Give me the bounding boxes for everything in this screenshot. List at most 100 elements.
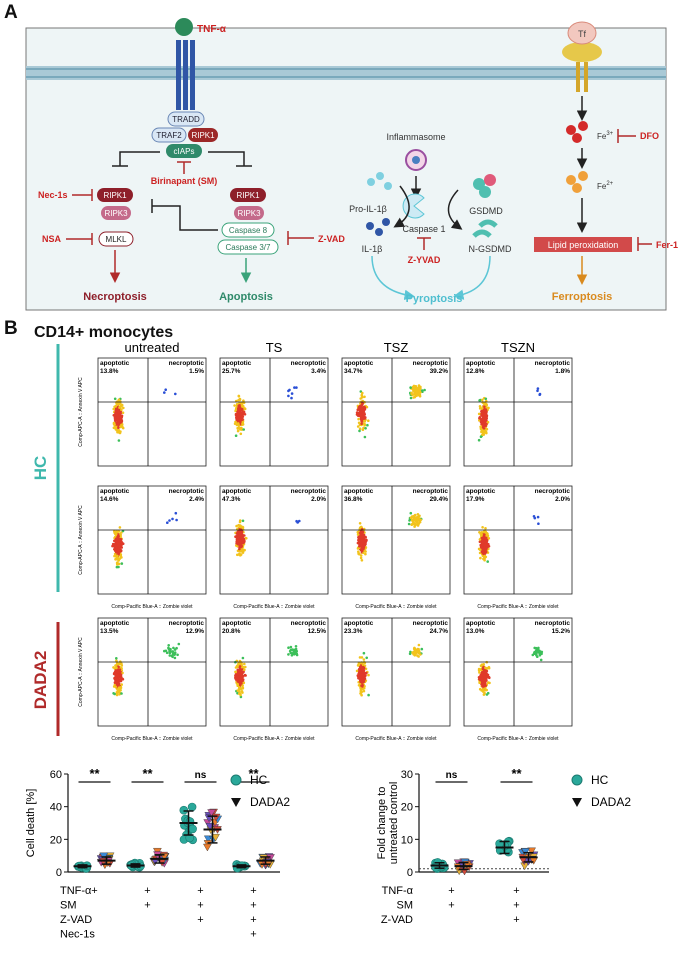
event-dot [362,651,366,655]
event-dot [117,662,121,666]
x-axis-label: Comp-Pacific Blue-A :: Zombie violet [233,736,315,742]
event-dot [242,399,245,402]
event-dot [237,419,240,423]
quad-apoptotic-label: apoptotic [344,620,374,627]
event-dot [478,540,482,544]
event-dot [170,654,174,658]
y-tick-label: 60 [50,769,62,781]
event-dot [116,430,119,434]
legend-hc-marker [230,774,242,786]
event-dot [362,414,365,418]
n-gsdmd-label: N-GSDMD [469,244,512,254]
event-dot [358,409,362,413]
event-dot [241,541,245,545]
flow-plot-r1-c0: apoptotic14.6%necroptotic2.4%Comp-APC-A … [78,485,207,610]
event-dot [416,650,419,654]
event-dot [295,519,298,523]
hc-point [187,802,197,812]
quad-apoptotic-label: apoptotic [222,360,252,367]
event-dot [360,656,364,659]
event-dot [364,535,367,539]
event-dot [234,434,238,437]
event-dot [117,398,121,401]
event-dot [295,649,299,653]
event-dot [413,653,417,656]
quad-necroptotic-label: necroptotic [535,360,571,367]
event-dot [118,406,121,409]
event-dot [361,663,365,667]
event-dot [234,666,238,669]
event-dot [174,392,177,396]
event-dot [363,435,367,439]
event-dot [359,534,362,538]
legend-hc-marker [571,774,583,786]
pro-il1b-label: Pro-IL-1β [349,204,387,214]
event-dot [241,656,245,660]
event-dot [234,421,238,424]
event-dot [480,534,483,537]
quad-apoptotic-value: 20.8% [222,628,241,635]
event-dot [358,677,362,680]
y-tick-label: 30 [401,769,413,781]
event-dot [288,649,292,653]
event-dot [122,406,125,410]
event-dot [237,539,240,543]
panel-a-label: A [4,2,18,23]
event-dot [239,432,243,436]
quad-necroptotic-label: necroptotic [291,360,327,367]
event-dot [295,652,299,656]
quad-necroptotic-value: 2.0% [555,496,570,503]
event-dot [477,667,481,671]
event-dot [420,389,424,392]
event-dot [484,670,488,674]
event-dot [357,536,360,539]
event-dot [360,661,363,665]
event-dot [168,651,172,655]
event-dot [357,552,360,555]
event-dot [289,645,293,649]
event-dot [166,521,169,524]
event-dot [367,693,370,697]
event-dot [361,547,364,551]
event-dot [361,535,364,538]
y-axis-label: Comp-APC-A :: Annexin V APC [78,505,84,575]
event-dot [113,539,116,543]
event-dot [361,532,364,535]
condition-row-label: Z-VAD [381,914,413,926]
apoptosis-label: Apoptosis [219,291,273,303]
event-dot [245,537,248,540]
y-tick-label: 0 [407,867,413,879]
event-dot [360,393,364,397]
event-dot [287,646,290,649]
event-dot [119,533,122,537]
event-dot [409,516,413,519]
event-dot [238,679,242,682]
y-axis-label: untreated control [388,782,400,865]
quad-necroptotic-label: necroptotic [169,360,205,367]
population-necroptotic [536,387,542,396]
event-dot [237,407,240,410]
event-dot [117,534,120,538]
event-dot [540,650,544,654]
event-dot [357,417,360,421]
event-dot [238,547,241,551]
event-dot [116,542,119,545]
event-dot [357,405,361,409]
event-dot [116,530,119,534]
quad-necroptotic-value: 2.4% [189,496,204,503]
condition-mark: + [197,914,203,926]
event-dot [367,419,370,422]
event-dot [121,671,124,675]
condition-mark: + [144,900,150,912]
x-axis-label: Comp-Pacific Blue-A :: Zombie violet [355,604,437,610]
event-dot [294,645,298,648]
event-dot [538,393,541,396]
event-dot [237,662,240,665]
event-dot [241,420,245,424]
quad-necroptotic-label: necroptotic [413,360,449,367]
event-dot [236,429,240,433]
event-dot [120,683,123,686]
event-dot [409,396,413,400]
event-dot [287,389,290,393]
